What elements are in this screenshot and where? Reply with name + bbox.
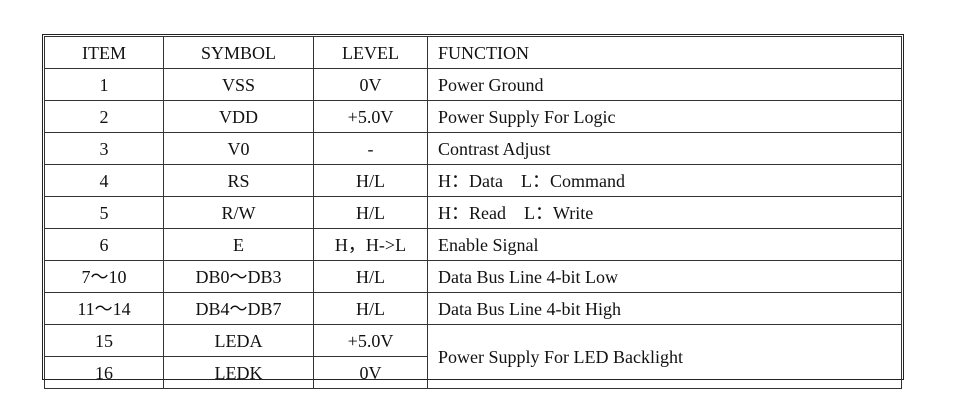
cell-symbol: VSS — [163, 68, 314, 101]
cell-function: Power Ground — [427, 68, 902, 101]
cell-function: Power Supply For Logic — [427, 100, 902, 133]
cell-symbol: LEDK — [163, 356, 314, 389]
cell-level: H，H->L — [313, 228, 428, 261]
pin-table-frame: ITEM SYMBOL LEVEL FUNCTION 1 VSS 0V Powe… — [42, 34, 904, 389]
pin-table: ITEM SYMBOL LEVEL FUNCTION 1 VSS 0V Powe… — [44, 36, 902, 389]
header-function: FUNCTION — [427, 36, 902, 69]
cell-function-merged: Power Supply For LED Backlight — [427, 324, 902, 389]
cell-item: 15 — [44, 324, 164, 357]
cell-item: 2 — [44, 100, 164, 133]
cell-function: Contrast Adjust — [427, 132, 902, 165]
cell-level: +5.0V — [313, 100, 428, 133]
cell-item: 16 — [44, 356, 164, 389]
cell-function: Enable Signal — [427, 228, 902, 261]
table-row: 4 RS H/L H：Data L：Command — [44, 164, 902, 197]
cell-level: H/L — [313, 292, 428, 325]
cell-item: 11～14 — [44, 292, 164, 325]
cell-symbol: DB0～DB3 — [163, 260, 314, 293]
header-item: ITEM — [44, 36, 164, 69]
cell-level: +5.0V — [313, 324, 428, 357]
table-row: 11～14 DB4～DB7 H/L Data Bus Line 4-bit Hi… — [44, 292, 902, 325]
cell-symbol: E — [163, 228, 314, 261]
cell-symbol: LEDA — [163, 324, 314, 357]
cell-function: Data Bus Line 4-bit High — [427, 292, 902, 325]
cell-function: H：Read L：Write — [427, 196, 902, 229]
header-level: LEVEL — [313, 36, 428, 69]
cell-level: H/L — [313, 260, 428, 293]
header-row: ITEM SYMBOL LEVEL FUNCTION — [44, 36, 902, 69]
cell-function: H：Data L：Command — [427, 164, 902, 197]
cell-level: H/L — [313, 164, 428, 197]
cell-level: 0V — [313, 68, 428, 101]
cell-symbol: RS — [163, 164, 314, 197]
cell-level: 0V — [313, 356, 428, 389]
cell-function: Data Bus Line 4-bit Low — [427, 260, 902, 293]
table-row: 16 LEDK 0V — [44, 356, 902, 389]
table-row: 15 LEDA +5.0V Power Supply For LED Backl… — [44, 324, 902, 389]
table-row: 7～10 DB0～DB3 H/L Data Bus Line 4-bit Low — [44, 260, 902, 293]
cell-level: - — [313, 132, 428, 165]
cell-level: H/L — [313, 196, 428, 229]
cell-item: 6 — [44, 228, 164, 261]
header-symbol: SYMBOL — [163, 36, 314, 69]
cell-symbol: V0 — [163, 132, 314, 165]
cell-item: 7～10 — [44, 260, 164, 293]
cell-symbol: DB4～DB7 — [163, 292, 314, 325]
cell-item: 5 — [44, 196, 164, 229]
cell-symbol: R/W — [163, 196, 314, 229]
table-row: 3 V0 - Contrast Adjust — [44, 132, 902, 165]
table-row: 1 VSS 0V Power Ground — [44, 68, 902, 101]
table-row: 2 VDD +5.0V Power Supply For Logic — [44, 100, 902, 133]
cell-symbol: VDD — [163, 100, 314, 133]
table-row: 5 R/W H/L H：Read L：Write — [44, 196, 902, 229]
cell-item: 3 — [44, 132, 164, 165]
cell-item: 4 — [44, 164, 164, 197]
cell-item: 1 — [44, 68, 164, 101]
table-row: 6 E H，H->L Enable Signal — [44, 228, 902, 261]
